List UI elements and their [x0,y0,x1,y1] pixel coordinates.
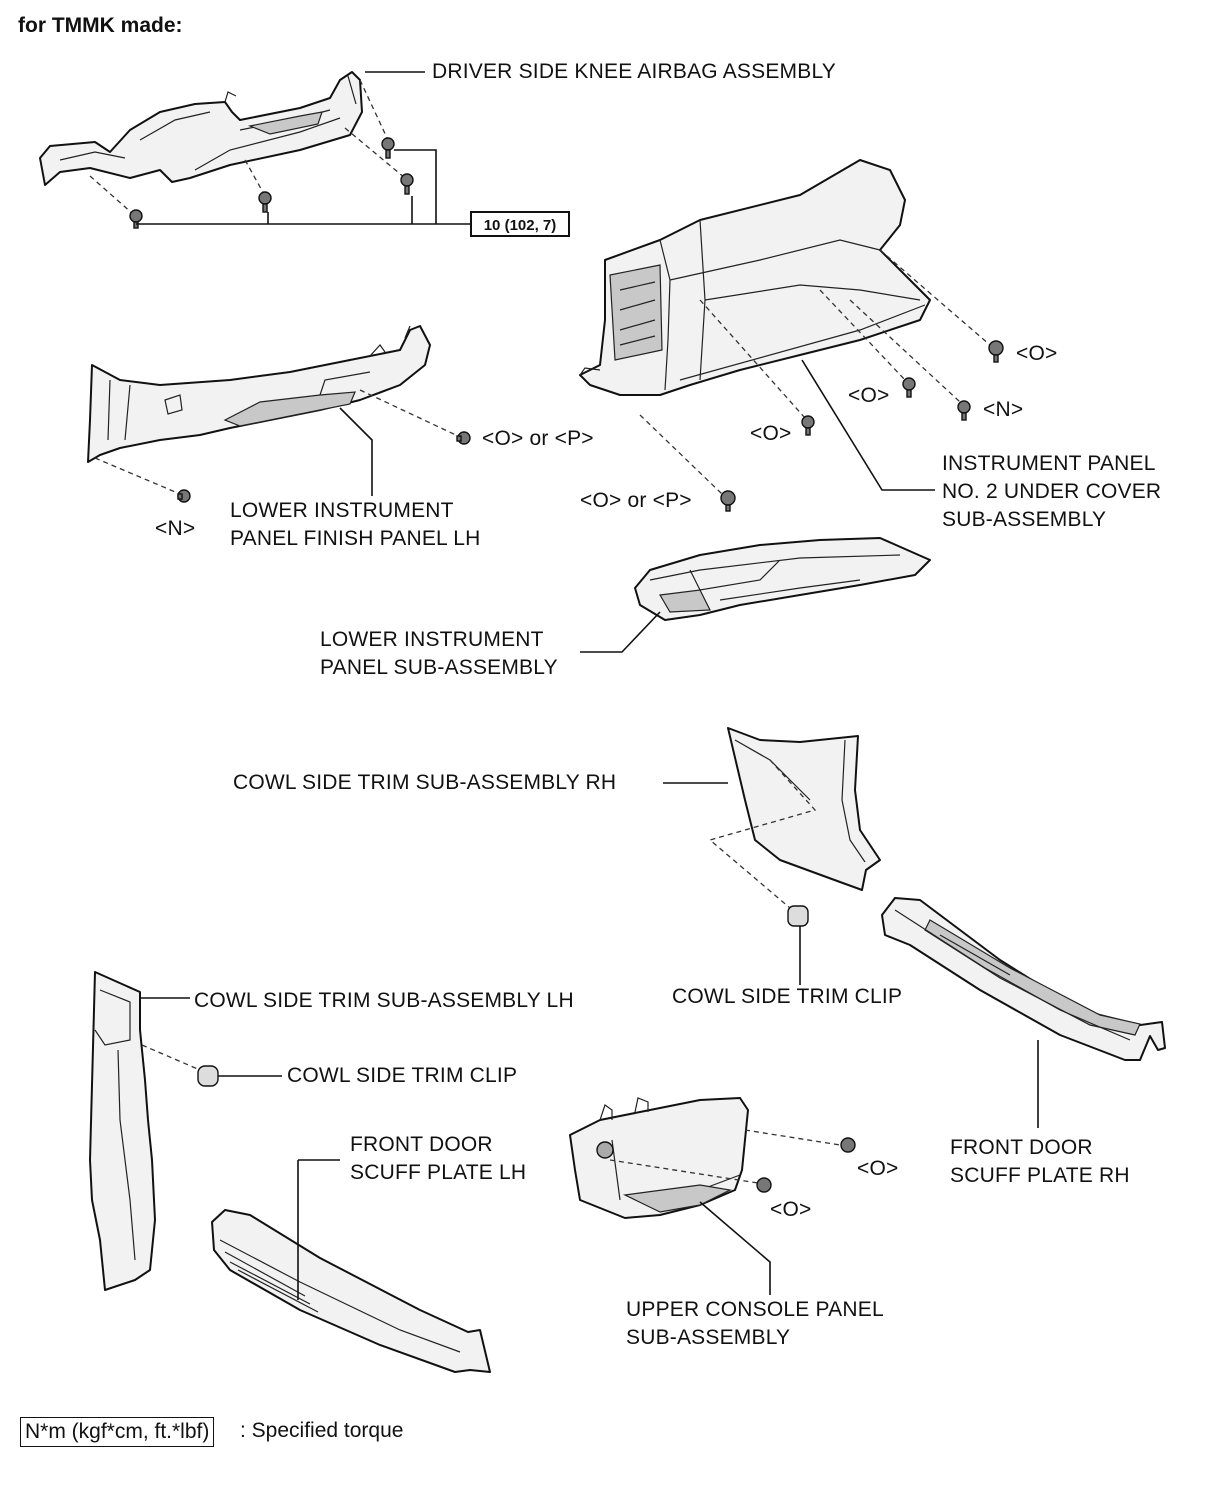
label-scuff-lh-2: SCUFF PLATE LH [350,1161,527,1184]
knee-airbag-bolts [89,79,414,229]
label-cowl-trim-rh: COWL SIDE TRIM SUB-ASSEMBLY RH [233,771,617,794]
label-lower-finish-panel-1: LOWER INSTRUMENT [230,499,454,522]
label-cowl-clip-rh: COWL SIDE TRIM CLIP [672,985,903,1008]
label-ip-under-cover-2: NO. 2 UNDER COVER [942,480,1162,503]
label-cowl-trim-lh: COWL SIDE TRIM SUB-ASSEMBLY LH [194,989,574,1012]
fastener-o-d: <O> [857,1157,899,1180]
label-ip-under-cover-1: INSTRUMENT PANEL [942,452,1156,475]
label-scuff-rh-2: SCUFF PLATE RH [950,1164,1130,1187]
legend-text: : Specified torque [240,1419,404,1442]
driver-knee-airbag-part [39,71,363,186]
fastener-o-e: <O> [770,1198,812,1221]
torque-leader-lines [136,71,470,225]
cowl-clip-lh [197,1065,282,1087]
label-scuff-rh-1: FRONT DOOR [950,1136,1093,1159]
fastener-n-a: <N> [155,517,196,540]
label-lower-ip-sub-2: PANEL SUB-ASSEMBLY [320,656,558,679]
page-title: for TMMK made: [18,14,183,37]
fastener-o-c: <O> [750,422,792,445]
lower-ip-sub-assembly-part [634,537,931,621]
label-lower-ip-sub-1: LOWER INSTRUMENT [320,628,544,651]
label-lower-finish-panel-2: PANEL FINISH PANEL LH [230,527,481,550]
legend-unit-box: N*m (kgf*cm, ft.*lbf) [20,1417,215,1447]
fastener-o-b: <O> [848,384,890,407]
fastener-o-a: <O> [1016,342,1058,365]
label-ip-under-cover-3: SUB-ASSEMBLY [942,508,1107,531]
fastener-n-b: <N> [983,398,1024,421]
scuff-plate-lh-part [211,1209,491,1373]
cowl-side-trim-lh-part [89,971,156,1291]
cowl-clip-rh [787,905,809,985]
upper-console-panel-part [569,1097,749,1219]
scuff-plate-rh-part [881,897,1166,1061]
fastener-o-or-p-a: <O> or <P> [482,427,594,450]
cowl-side-trim-rh-part [727,727,881,891]
fastener-o-or-p-b: <O> or <P> [580,489,692,512]
label-console-2: SUB-ASSEMBLY [626,1326,791,1349]
label-driver-knee-airbag: DRIVER SIDE KNEE AIRBAG ASSEMBLY [432,60,836,83]
ip-under-cover-part [579,159,931,396]
label-console-1: UPPER CONSOLE PANEL [626,1298,884,1321]
torque-spec-box: 10 (102, 7) [470,211,570,237]
label-scuff-lh-1: FRONT DOOR [350,1133,493,1156]
lower-finish-panel-lh-part [87,325,431,463]
label-cowl-clip-lh: COWL SIDE TRIM CLIP [287,1064,518,1087]
